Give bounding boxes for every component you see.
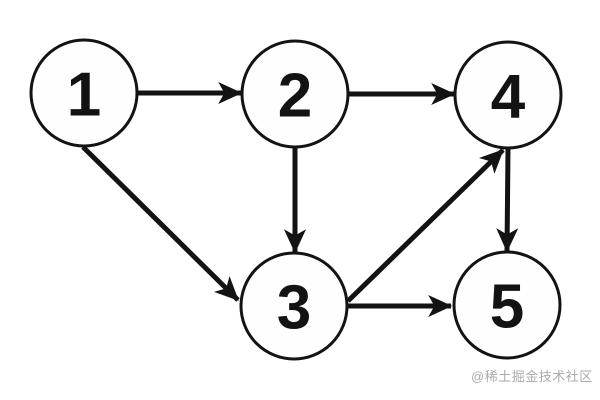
node-1-label: 1	[67, 60, 101, 129]
node-1	[29, 38, 139, 148]
node-3	[239, 251, 349, 361]
node-2	[240, 39, 350, 149]
node-5	[452, 250, 562, 360]
edge-3-to-4	[346, 148, 505, 303]
node-3-label: 3	[277, 273, 311, 342]
edge-4-to-5	[496, 148, 519, 253]
node-5-label: 5	[490, 272, 524, 341]
node-4-label: 4	[491, 62, 526, 131]
edge-1-to-3	[81, 145, 240, 302]
watermark-text: @稀土掘金技术社区	[471, 369, 593, 384]
node-4	[453, 40, 563, 150]
node-2-label: 2	[278, 61, 312, 130]
